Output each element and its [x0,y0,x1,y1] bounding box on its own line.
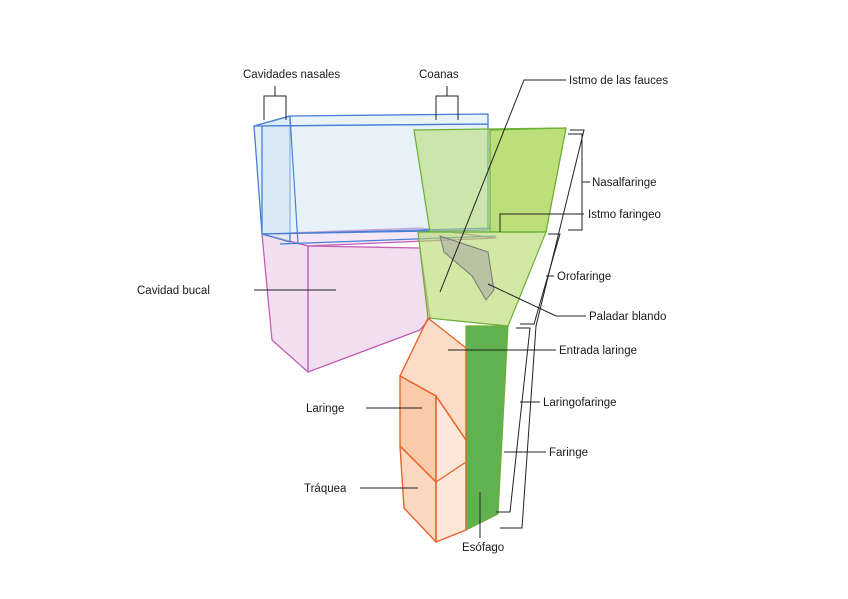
label-paladar-blando: Paladar blando [589,311,666,323]
leader-istmo-fauces [439,79,566,293]
label-laringofaringe: Laringofaringe [543,397,617,409]
label-cavidades-nasales: Cavidades nasales [243,69,340,81]
label-esofago: Esófago [462,542,504,554]
label-laringe: Laringe [306,403,344,415]
oral-left-face [261,233,309,373]
label-nasalfaringe: Nasalfaringe [592,177,657,189]
nasal-top-face [253,113,489,127]
label-cavidad-bucal: Cavidad bucal [137,285,210,297]
pharynx-box [413,127,567,531]
soft-palate-shape [439,235,495,301]
nasal-septum-line [289,115,299,245]
label-faringe: Faringe [549,447,588,459]
bracket-cavidades-nasales [263,95,287,120]
label-traquea: Tráquea [304,483,347,495]
label-istmo-fauces: Istmo de las fauces [569,75,668,87]
text-labels: Cavidades nasales Coanas Istmo de las fa… [137,69,668,554]
label-orofaringe: Orofaringe [557,271,611,283]
leader-paladar-blando [487,283,586,317]
laryngopharynx-face [465,325,509,531]
trachea-front-face [435,395,467,543]
leader-istmo-faringeo [499,213,584,232]
leader-lines [254,79,590,538]
larynx-divider [435,461,467,483]
bracket-laringofaringe [496,327,531,513]
nasopharynx-right-face [489,127,567,233]
label-istmo-faringeo: Istmo faringeo [588,209,661,221]
label-entrada-laringe: Entrada laringe [559,345,637,357]
label-coanas: Coanas [419,69,459,81]
larynx-trachea-box [399,317,467,543]
bracket-faringe [500,129,585,529]
